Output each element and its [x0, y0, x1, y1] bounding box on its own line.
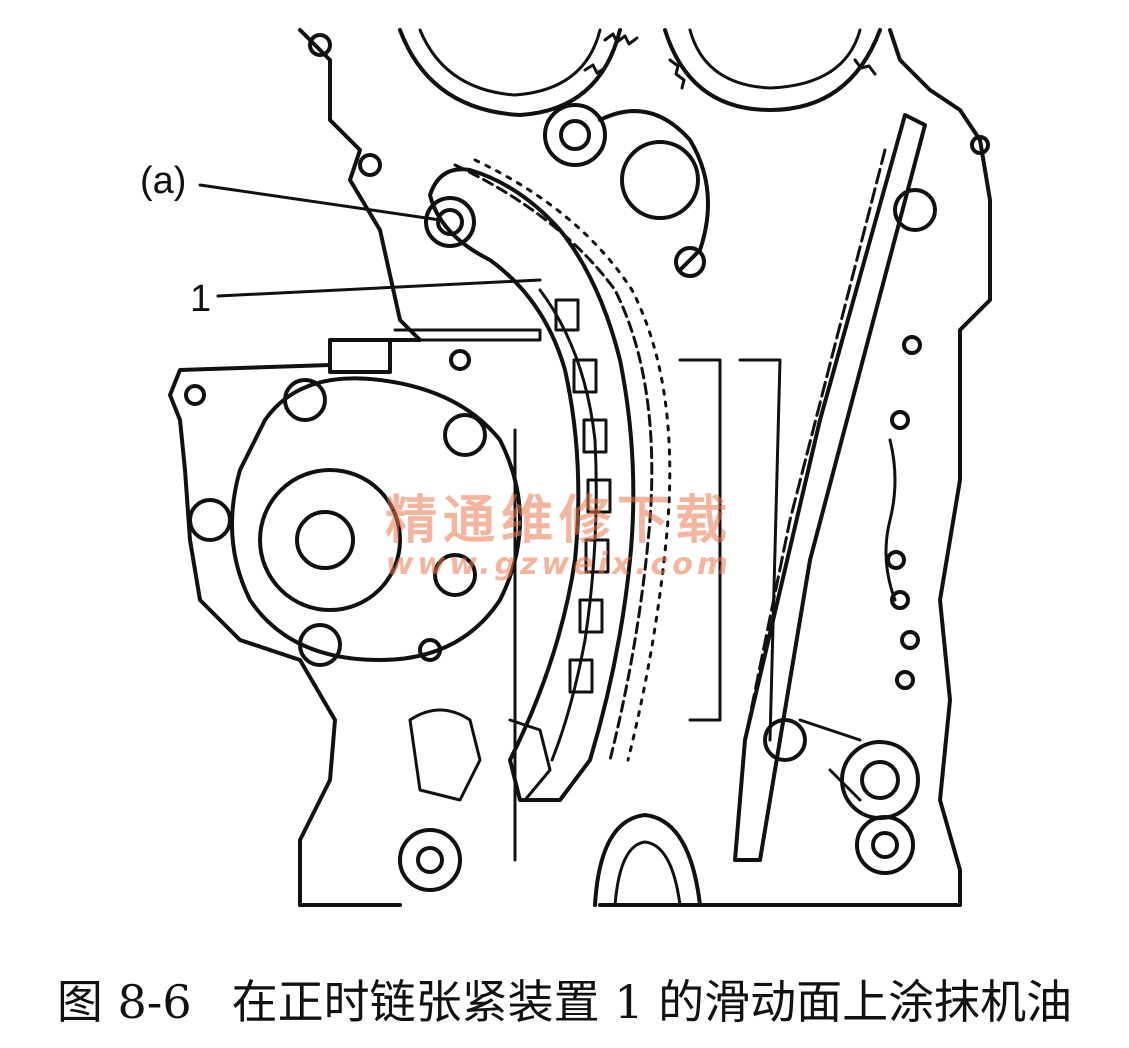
crankshaft-sprocket [593, 813, 702, 907]
leader-line-1 [216, 278, 542, 298]
timing-chain-guide [733, 113, 927, 862]
figure-caption: 图 8-6 在正时链张紧装置 1 的滑动面上涂抹机油 [0, 966, 1129, 1032]
leader-line-a [198, 183, 442, 222]
engine-cover-right [598, 28, 992, 907]
timing-chain [453, 163, 654, 762]
engine-timing-diagram [168, 28, 992, 907]
camshaft-sprocket-right [663, 28, 882, 112]
chain-tensioner-slipper [428, 167, 636, 802]
upper-boss [543, 103, 607, 167]
engine-cover-outline [168, 28, 422, 907]
tensioner-pivot-bolt [424, 196, 476, 248]
label-a: (a) [140, 160, 187, 202]
camshaft-sprocket-left [398, 28, 622, 117]
pump-housing [230, 376, 522, 662]
label-part-1: 1 [190, 278, 212, 320]
figure-number: 图 8-6 [56, 975, 192, 1029]
pump-body [258, 468, 402, 612]
caption-text: 在正时链张紧装置 1 的滑动面上涂抹机油 [231, 975, 1073, 1029]
